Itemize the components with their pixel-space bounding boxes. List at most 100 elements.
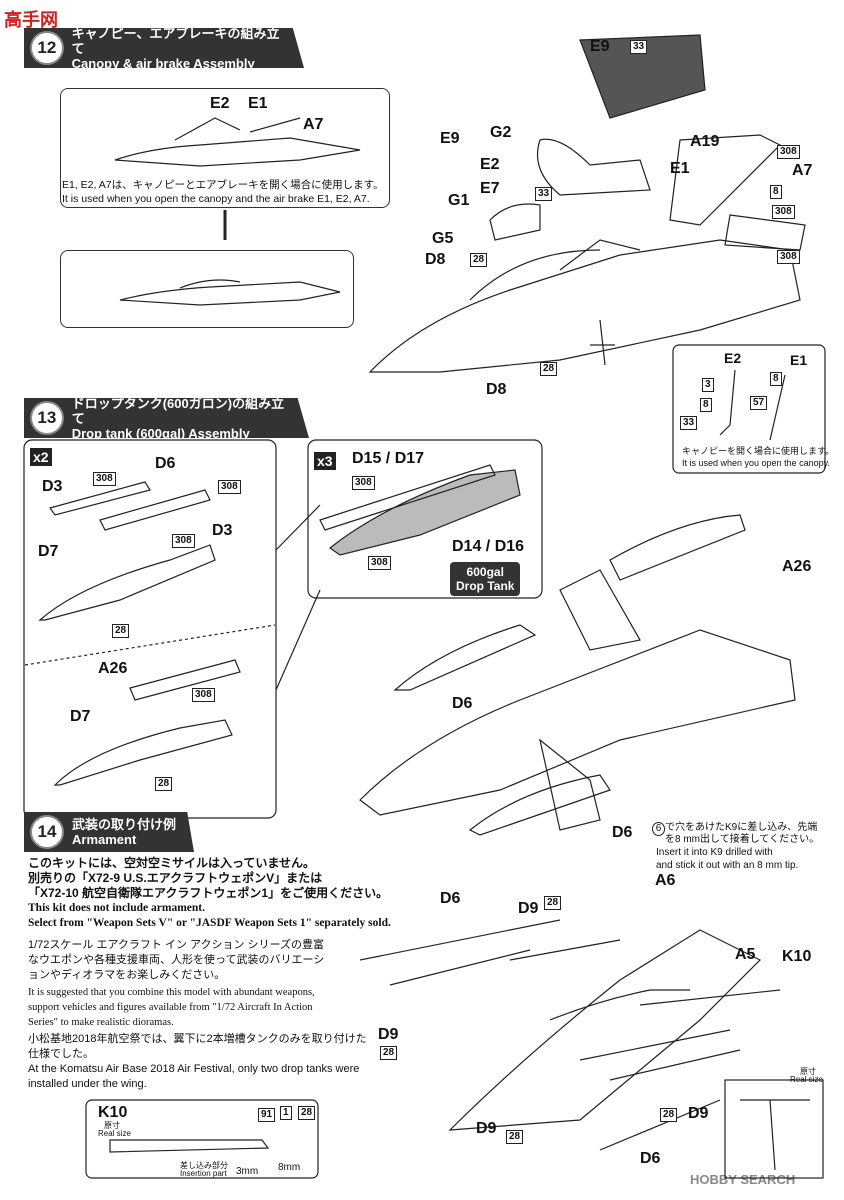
s14-d9-c: D9 — [688, 1105, 709, 1122]
part-a19: A19 — [690, 133, 720, 150]
part-e1: E1 — [670, 160, 690, 177]
tag-308-c: 308 — [777, 250, 800, 264]
step13-title-en: Drop tank (600gal) Assembly — [71, 425, 250, 441]
k10-insert-en: Insertion part — [180, 1169, 227, 1178]
detail-e2: E2 — [724, 350, 742, 366]
tag-33-b: 33 — [535, 187, 553, 201]
komatsu-en: At the Komatsu Air Base 2018 Air Festiva… — [28, 1063, 360, 1090]
armament-line5: Select from "Weapon Sets V" or "JASDF We… — [28, 917, 391, 929]
k10-tag-28: 28 — [298, 1106, 316, 1120]
k10-dim-8mm: 8mm — [278, 1162, 301, 1173]
left-multiplier: x2 — [30, 448, 52, 466]
s13-tag-28-a: 28 — [112, 624, 130, 638]
detail-note-en: It is used when you open the canopy. — [682, 458, 830, 468]
s13-tag-308-b: 308 — [218, 480, 241, 494]
s14-d6-a: D6 — [440, 890, 461, 907]
detail-tag-33: 33 — [680, 416, 698, 430]
armament-jp2: 1/72スケール エアクラフト イン アクション シリーズの豊富なウエポンや各種… — [28, 939, 325, 981]
step14-header: 14 武装の取り付け例 Armament — [24, 812, 194, 852]
s14-d9-a: D9 — [518, 900, 539, 917]
tag-28-a: 28 — [470, 253, 488, 267]
inset-label-e1: E1 — [248, 95, 268, 112]
k10-tag-1: 1 — [280, 1106, 292, 1120]
armament-line1: このキットには、空対空ミサイルは入っていません。 — [28, 856, 316, 870]
mid-tag-308-b: 308 — [368, 556, 391, 570]
s13-tag-308-c: 308 — [172, 534, 195, 548]
k10-insert-jp: 差し込み部分 — [180, 1161, 228, 1170]
k9-note-en2: and stick it out with an 8 mm tip. — [656, 860, 799, 871]
part-g5: G5 — [432, 230, 454, 247]
part-e9-top: E9 — [590, 38, 610, 55]
watermark-logo: 高手网 — [4, 10, 58, 30]
s14-a5: A5 — [735, 946, 756, 963]
s13-d7-a: D7 — [38, 543, 59, 560]
k10-real: 原寸 — [104, 1121, 120, 1130]
s14-k10: K10 — [782, 948, 812, 965]
s14-a6: A6 — [655, 872, 676, 889]
tag-308-a: 308 — [777, 145, 800, 159]
s13-d7-b: D7 — [70, 708, 91, 725]
k9-note-jp: で穴をあけたK9に差し込み、先端を8 mm出して接着してください。 — [665, 822, 820, 845]
tag-28-b: 28 — [540, 362, 558, 376]
step14-title-jp: 武装の取り付け例 — [72, 817, 177, 832]
part-e9: E9 — [440, 130, 460, 147]
detail-tag-57: 57 — [750, 396, 768, 410]
inset-note-en: It is used when you open the canopy and … — [62, 193, 370, 205]
step12-inset-box — [60, 88, 390, 208]
s13-tag-28-b: 28 — [155, 777, 173, 791]
detail-e1: E1 — [790, 352, 808, 368]
inset-label-e2: E2 — [210, 95, 230, 112]
s13-tag-308-a: 308 — [93, 472, 116, 486]
s14-d6-b: D6 — [640, 1150, 661, 1167]
armament-line4: This kit does not include armament. — [28, 902, 205, 914]
k9-note-en1: Insert it into K9 drilled with — [656, 847, 773, 858]
tag-33-top: 33 — [630, 40, 648, 54]
k10-dim-3mm: 3mm — [236, 1166, 259, 1177]
badge-line1: 600gal — [466, 565, 504, 579]
part-d8-b: D8 — [486, 381, 507, 398]
step13-header: 13 ドロップタンク(600ガロン)の組み立て Drop tank (600ga… — [24, 398, 309, 438]
armament-en2: It is suggested that you combine this mo… — [28, 987, 315, 1028]
drop-tank-badge: 600gal Drop Tank — [450, 562, 521, 596]
k10-tag-91: 91 — [258, 1108, 276, 1122]
badge-line2: Drop Tank — [456, 579, 515, 593]
mid-tag-308-a: 308 — [352, 476, 375, 490]
s13-d3-b: D3 — [212, 522, 233, 539]
komatsu-jp: 小松基地2018年航空祭では、翼下に2本増槽タンクのみを取り付けた仕様でした。 — [28, 1033, 367, 1060]
detail-note-jp: キャノピーを開く場合に使用します。 — [682, 446, 835, 456]
s14-d9-b: D9 — [378, 1026, 399, 1043]
part-e7: E7 — [480, 180, 500, 197]
mid-top-label: D15 / D17 — [352, 450, 425, 467]
s13-d6: D6 — [155, 455, 176, 472]
right-d6-a: D6 — [452, 695, 473, 712]
s14-tag-28-d: 28 — [506, 1130, 524, 1144]
inset-label-a7: A7 — [303, 116, 324, 133]
tag-8-a: 8 — [770, 185, 782, 199]
step13-title-jp: ドロップタンク(600ガロン)の組み立て — [71, 395, 285, 426]
detail-tag-8b: 8 — [700, 398, 712, 412]
realsize-en: Real size — [790, 1075, 823, 1084]
k10-title: K10 — [98, 1104, 128, 1121]
right-a26: A26 — [782, 558, 812, 575]
realsize-jp: 原寸 — [800, 1067, 816, 1076]
part-d8-a: D8 — [425, 251, 446, 268]
step12-title-en: Canopy & air brake Assembly — [71, 55, 255, 71]
part-g2: G2 — [490, 124, 512, 141]
armament-line3: 「X72-10 航空自衛隊エアクラフトウェポン1」をご使用ください。 — [28, 886, 389, 900]
s14-d9-d: D9 — [476, 1120, 497, 1137]
part-g1: G1 — [448, 192, 470, 209]
inset-note-jp: E1, E2, A7は、キャノピーとエアブレーキを開く場合に使用します。 — [62, 179, 384, 191]
mid-multiplier: x3 — [314, 452, 336, 470]
detail-tag-8a: 8 — [770, 372, 782, 386]
step12-header: 12 キャノピー、エアブレーキの組み立て Canopy & air brake … — [24, 28, 304, 68]
part-a7: A7 — [792, 162, 813, 179]
step13-number: 13 — [30, 401, 64, 435]
s13-d3-a: D3 — [42, 478, 63, 495]
step12-title-jp: キャノピー、エアブレーキの組み立て — [71, 25, 280, 56]
step12-number: 12 — [30, 31, 64, 65]
s14-tag-28-a: 28 — [544, 896, 562, 910]
tag-308-b: 308 — [772, 205, 795, 219]
s13-a26: A26 — [98, 660, 128, 677]
s14-tag-28-c: 28 — [660, 1108, 678, 1122]
